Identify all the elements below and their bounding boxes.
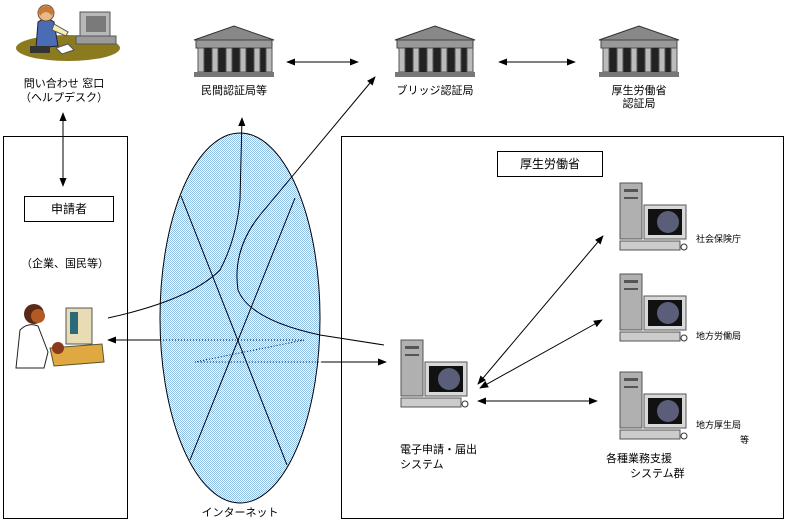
authority-label-mhlw-line1: 厚生労働省 [611,84,667,97]
desktop-computer-icon [400,339,469,408]
backend-group-label-line2: システム群 [630,467,685,480]
ministry-title: 厚生労働省 [497,151,603,177]
helpdesk-operator-icon [16,4,120,61]
arrow-system-chihorodo [479,319,603,389]
route-dotted-zigzag [160,339,322,363]
arrow-system-shakaihoken [477,235,604,385]
authority-label-mhlw-line2: 認証局 [622,97,656,110]
applicant-title: 申請者 [24,196,114,222]
main-system-label-line2: システム [400,458,444,471]
helpdesk-label-line2: （ヘルプデスク） [20,91,108,104]
internet-routes [180,195,296,466]
authority-label-private: 民間認証局等 [201,84,267,97]
desktop-computer-icon [619,371,688,440]
backend-label-shakaihoken: 社会保険庁 [696,235,742,245]
backend-group-label-line1: 各種業務支援 [606,452,672,465]
authority-label-bridge: ブリッジ認証局 [396,84,474,97]
applicant-subtitle: （企業、国民等） [21,257,109,270]
internet-cloud [159,132,321,504]
desktop-computer-icon [619,182,688,251]
helpdesk-label-line1: 問い合わせ 窓口 [23,77,105,90]
backend-label-chihorodo: 地方労働局 [696,332,742,342]
internet-label: インターネット [201,506,279,519]
backend-label-chihokosei-line2: 等 [740,436,750,446]
route-system-bridge-ca [236,76,385,346]
backend-label-chihokosei-line1: 地方厚生局 [696,421,742,431]
route-applicant-private-ca [107,117,246,319]
building-icon [598,25,680,77]
user-at-computer-icon [15,304,105,369]
main-system-label-line1: 電子申請・届出 [400,443,477,456]
desktop-computer-icon [619,273,688,342]
building-icon [394,25,476,77]
building-icon [193,25,275,77]
